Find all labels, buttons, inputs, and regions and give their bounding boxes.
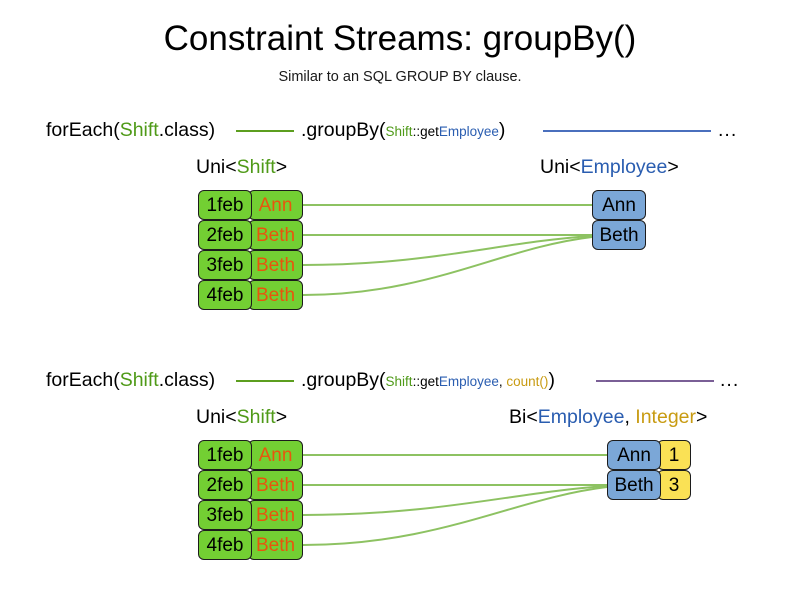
group-by-expression: .groupBy(Shift::getEmployee, count()) [301, 369, 555, 391]
page-title: Constraint Streams: groupBy() [163, 19, 637, 58]
connector-rule-green [236, 380, 294, 382]
employee-name-cell: Beth [607, 470, 661, 500]
shift-tuple[interactable]: 2feb Beth [198, 470, 303, 500]
code-ellipsis: ... [718, 119, 738, 141]
shift-date-cell: 3feb [198, 250, 252, 280]
shift-date-cell: 2feb [198, 220, 252, 250]
connector-rule-blue [543, 130, 711, 132]
shift-date-cell: 1feb [198, 440, 252, 470]
shift-tuple[interactable]: 3feb Beth [198, 250, 303, 280]
code-ellipsis: ... [720, 369, 740, 391]
code-line-groupby-single: forEach(Shift.class) .groupBy(Shift::get… [0, 117, 800, 143]
page-subtitle: Similar to an SQL GROUP BY clause. [278, 69, 522, 85]
shift-tuple[interactable]: 2feb Beth [198, 220, 303, 250]
employee-count-tuple[interactable]: Ann 1 [607, 440, 691, 470]
shift-date-cell: 3feb [198, 500, 252, 530]
employee-tuple[interactable]: Ann [592, 190, 646, 220]
shift-tuple[interactable]: 1feb Ann [198, 190, 303, 220]
shift-employee-cell: Beth [248, 250, 303, 280]
shift-employee-cell: Beth [248, 470, 303, 500]
shift-date-cell: 2feb [198, 470, 252, 500]
shift-employee-cell: Beth [248, 500, 303, 530]
for-each-expression: forEach(Shift.class) [46, 369, 216, 391]
employee-name-cell: Ann [592, 190, 646, 220]
shift-employee-cell: Beth [248, 530, 303, 560]
shift-tuple[interactable]: 4feb Beth [198, 280, 303, 310]
shift-date-cell: 4feb [198, 530, 252, 560]
shift-employee-cell: Ann [248, 190, 303, 220]
left-type-label-uni-shift: Uni<Shift> [196, 156, 288, 178]
shift-employee-cell: Ann [248, 440, 303, 470]
employee-name-cell: Beth [592, 220, 646, 250]
employee-name-cell: Ann [607, 440, 661, 470]
employee-count-tuple[interactable]: Beth 3 [607, 470, 691, 500]
employee-count-cell: 1 [657, 440, 691, 470]
employee-tuple[interactable]: Beth [592, 220, 646, 250]
connector-rule-purple [596, 380, 714, 382]
right-type-label-uni-employee: Uni<Employee> [540, 156, 679, 178]
connector-rule-green [236, 130, 294, 132]
shift-date-cell: 4feb [198, 280, 252, 310]
shift-date-cell: 1feb [198, 190, 252, 220]
shift-employee-cell: Beth [248, 280, 303, 310]
employee-count-cell: 3 [657, 470, 691, 500]
left-type-label-uni-shift: Uni<Shift> [196, 406, 288, 428]
shift-tuple[interactable]: 4feb Beth [198, 530, 303, 560]
link-line [302, 485, 608, 516]
group-by-expression: .groupBy(Shift::getEmployee) [301, 119, 506, 141]
code-line-groupby-count: forEach(Shift.class) .groupBy(Shift::get… [0, 367, 800, 393]
link-line [302, 486, 608, 546]
right-type-label-bi-employee-integer: Bi<Employee, Integer> [509, 406, 708, 428]
link-line [302, 235, 593, 266]
shift-tuple[interactable]: 3feb Beth [198, 500, 303, 530]
for-each-expression: forEach(Shift.class) [46, 119, 216, 141]
shift-employee-cell: Beth [248, 220, 303, 250]
shift-tuple[interactable]: 1feb Ann [198, 440, 303, 470]
link-line [302, 236, 593, 296]
